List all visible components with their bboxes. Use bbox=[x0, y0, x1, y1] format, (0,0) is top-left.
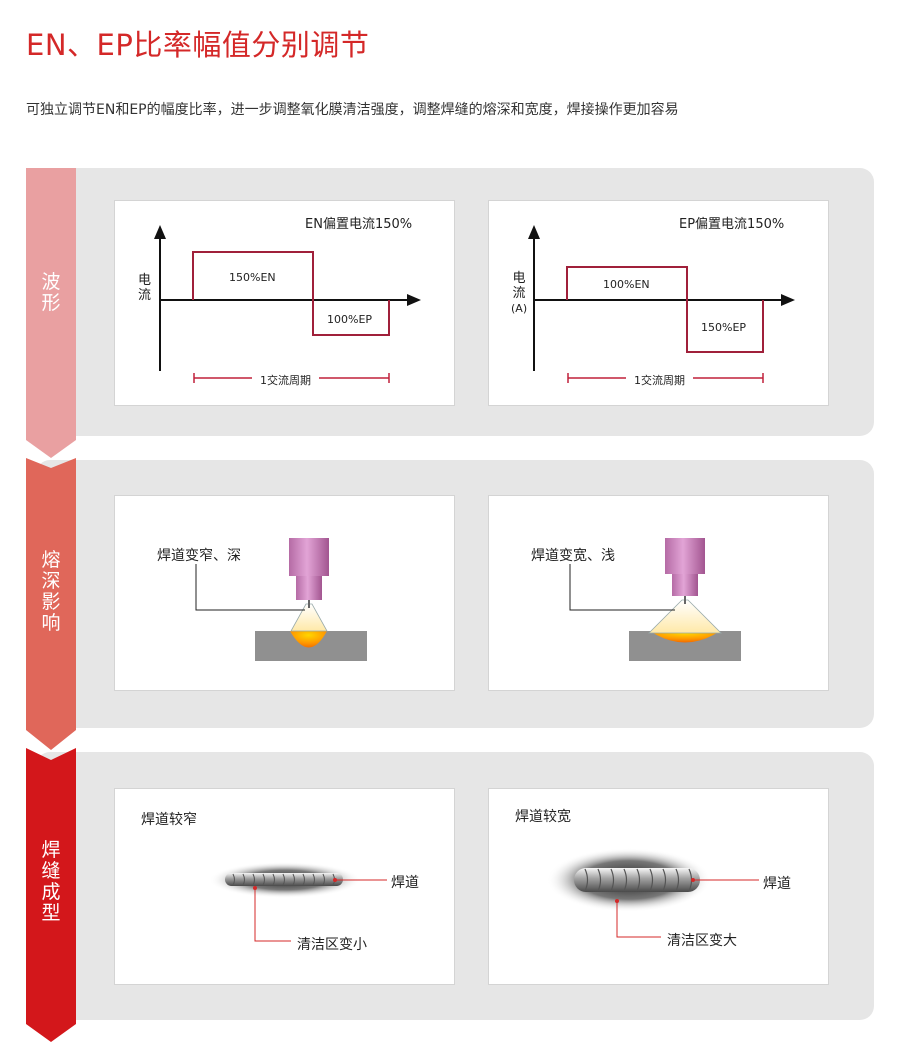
y-axis-label: 电流(A) bbox=[511, 271, 528, 315]
torch-illustration bbox=[195, 538, 367, 661]
y-axis-arrow bbox=[154, 225, 166, 239]
clean-leader-line bbox=[616, 901, 661, 938]
y-axis-arrow bbox=[528, 225, 540, 239]
page-subtitle: 可独立调节EN和EP的幅度比率，进一步调整氧化膜清洁强度，调整焊缝的熔深和宽度，… bbox=[26, 102, 679, 118]
torch-body bbox=[665, 538, 705, 574]
bead-label: 焊道 bbox=[763, 876, 791, 892]
page-title: EN、EP比率幅值分别调节 bbox=[26, 28, 370, 62]
penetration-panel-narrow: 焊道变窄、深 bbox=[114, 495, 455, 691]
waveform-panel-ep: EP偏置电流150% 电流(A) 100%EN 150%EP 1交流周期 bbox=[488, 200, 829, 406]
tag-arrow-shape bbox=[26, 458, 76, 750]
torch-body bbox=[289, 538, 329, 576]
tag-label: 熔深影响 bbox=[41, 549, 61, 634]
penetration-panel-wide: 焊道变宽、浅 bbox=[488, 495, 829, 691]
tag-arrow-shape bbox=[26, 168, 76, 458]
torch-nozzle bbox=[672, 574, 698, 596]
period-label: 1交流周期 bbox=[252, 372, 319, 388]
bead-panel-narrow: 焊道较窄 焊道 清洁区变小 bbox=[114, 788, 455, 985]
weld-bead bbox=[574, 868, 700, 892]
clean-zone-label: 清洁区变大 bbox=[667, 933, 737, 949]
bead-leader-dot bbox=[691, 878, 695, 882]
bead-section: 焊缝成型 焊道 bbox=[26, 748, 874, 1042]
en-label: 150%EN bbox=[229, 271, 276, 284]
bead-ripples bbox=[584, 868, 693, 892]
bead-ripples bbox=[232, 873, 335, 886]
penetration-section: 熔深影响 焊道变窄、深 bbox=[26, 458, 874, 750]
waveform-panel-en: EN偏置电流150% 电流 150%EN 100%EP 1交流周期 bbox=[114, 200, 455, 406]
tag-label: 焊缝成型 bbox=[41, 839, 61, 924]
period-label: 1交流周期 bbox=[626, 372, 693, 388]
bead-leader-dot bbox=[333, 878, 337, 882]
clean-leader-line bbox=[254, 888, 291, 942]
bead-panel-wide: 焊道较宽 焊道 清洁区变大 bbox=[488, 788, 829, 985]
ep-label: 100%EP bbox=[327, 313, 373, 326]
bead-label: 焊道 bbox=[391, 875, 419, 891]
y-axis-label: 电流 bbox=[138, 273, 152, 303]
x-axis-arrow bbox=[781, 294, 795, 306]
tag-label: 波形 bbox=[41, 271, 61, 314]
waveform-title: EN偏置电流150% bbox=[305, 217, 413, 232]
bead-illustration bbox=[547, 848, 759, 938]
torch-nozzle bbox=[296, 576, 322, 600]
ep-label: 150%EP bbox=[701, 321, 747, 334]
bead-title: 焊道较窄 bbox=[141, 812, 197, 828]
clean-leader-dot bbox=[615, 899, 619, 903]
torch-illustration bbox=[569, 538, 741, 661]
label-leader-line bbox=[569, 564, 675, 611]
waveform-section: 波形 EN偏置电流150% 电流 150%EN 100%EP 1交流周期 bbox=[26, 168, 874, 458]
penetration-label: 焊道变窄、深 bbox=[157, 548, 241, 564]
clean-zone-label: 清洁区变小 bbox=[297, 937, 367, 953]
x-axis-arrow bbox=[407, 294, 421, 306]
bead-title: 焊道较宽 bbox=[515, 809, 571, 825]
penetration-label: 焊道变宽、浅 bbox=[531, 548, 615, 564]
waveform-line bbox=[192, 251, 390, 336]
arc bbox=[290, 603, 328, 632]
waveform-line bbox=[566, 266, 764, 353]
weld-pool bbox=[290, 631, 327, 648]
bead-illustration bbox=[209, 862, 387, 942]
weld-pool bbox=[650, 631, 720, 643]
arc bbox=[648, 599, 722, 634]
label-leader-line bbox=[195, 564, 305, 611]
clean-leader-dot bbox=[253, 886, 257, 890]
waveform-title: EP偏置电流150% bbox=[679, 217, 785, 232]
tag-arrow-shape bbox=[26, 748, 76, 1042]
en-label: 100%EN bbox=[603, 278, 650, 291]
